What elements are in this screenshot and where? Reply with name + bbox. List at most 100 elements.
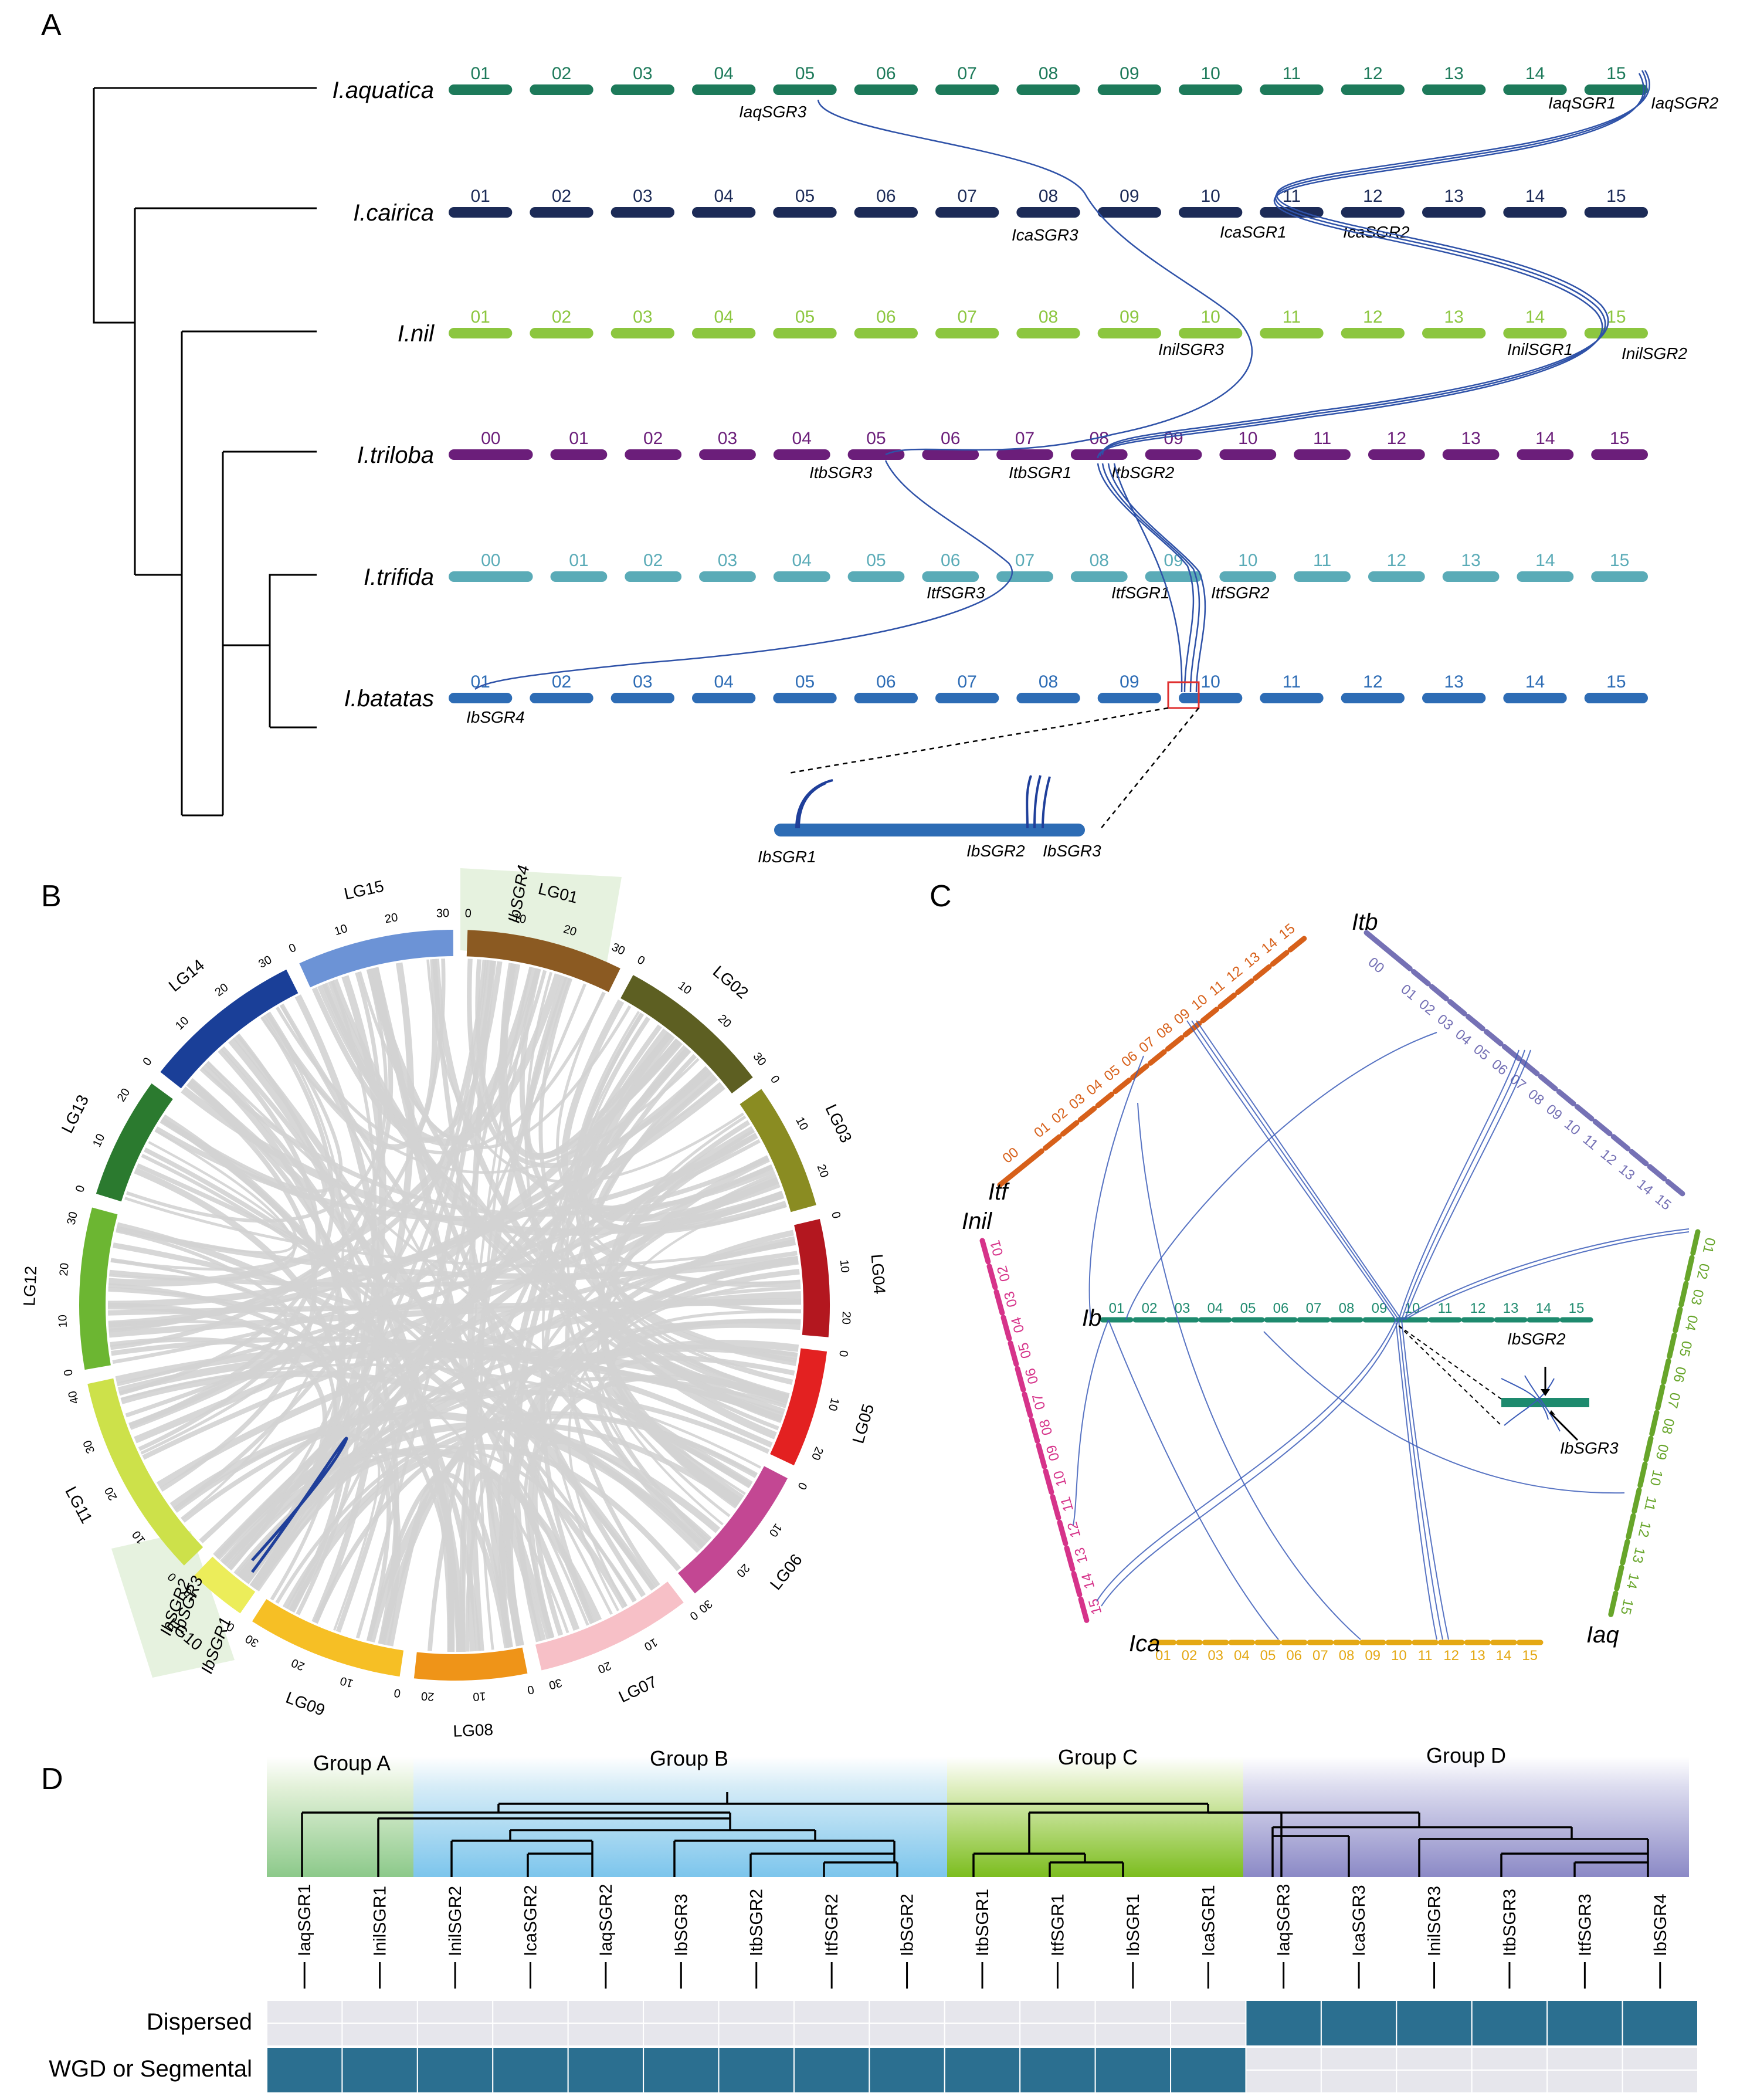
- chromosome-number: 03: [633, 64, 652, 83]
- chromosome: [1363, 930, 1413, 971]
- gene-label: ItfSGR1: [1111, 584, 1170, 602]
- chromosome: [935, 328, 999, 338]
- synteny-ribbon: [333, 978, 790, 1398]
- tick-label: 0: [687, 1608, 700, 1623]
- chromosome-number: 02: [1694, 1262, 1712, 1281]
- chromosome: [1665, 1178, 1685, 1197]
- species-tree: [93, 87, 317, 817]
- chromosome: [1614, 1564, 1624, 1591]
- chromosome: [996, 449, 1053, 460]
- chromosome-number: 13: [1444, 187, 1463, 206]
- chromosome-number: 07: [1015, 551, 1034, 570]
- chromosome-number: 03: [1208, 1648, 1223, 1664]
- chromosome: [1260, 207, 1324, 218]
- chromosome-number: 07: [1136, 1034, 1158, 1056]
- cell: [944, 2047, 1021, 2094]
- chromosome-number: 09: [1164, 551, 1183, 570]
- chromosome-number: 06: [1488, 1056, 1511, 1079]
- chromosome: [1422, 328, 1486, 338]
- chromosome-number: 08: [1339, 1300, 1355, 1316]
- chromosome: [610, 328, 674, 338]
- chromosome: [1015, 1366, 1026, 1393]
- synteny-ribbon: [160, 1046, 327, 1200]
- group-d-band: [1243, 1757, 1689, 1877]
- cell: [1320, 2000, 1398, 2047]
- chromosome-number: 05: [795, 307, 815, 327]
- chromosome-number: 03: [718, 429, 737, 448]
- linkage-group: [620, 975, 753, 1093]
- chromosome: [1036, 1442, 1047, 1469]
- chromosome-number: 01: [1109, 1300, 1125, 1316]
- gene-leaf-label: IbSGR2: [898, 1894, 917, 1956]
- chromosome: [922, 571, 979, 582]
- chromosome: [1673, 1306, 1683, 1333]
- chromosome-number: 02: [643, 429, 663, 448]
- chromosome: [854, 693, 918, 703]
- chromosome-number: 04: [1208, 1300, 1223, 1316]
- chromosome-number: 11: [1580, 1132, 1601, 1153]
- zoom-chromosome: [774, 824, 1085, 836]
- panel-b-label: B: [41, 879, 62, 913]
- tick-label: 20: [213, 981, 231, 999]
- chromosome-number: 13: [1444, 672, 1463, 692]
- chromosome: [1270, 950, 1290, 967]
- chromosome: [1253, 964, 1272, 981]
- linkage-group-label: LG13: [58, 1092, 93, 1136]
- synteny-link: [1097, 73, 1644, 459]
- chromosome-number: 02: [552, 64, 571, 83]
- chromosome-number: 07: [1312, 1648, 1328, 1664]
- chromosome-number: 09: [1120, 307, 1139, 327]
- chromosome-number: 13: [1444, 307, 1463, 327]
- chromosome: [993, 1289, 1005, 1316]
- cell: [1546, 2000, 1623, 2047]
- chromosome: [1000, 1315, 1012, 1342]
- chromosome-number: 07: [1029, 1392, 1049, 1411]
- chromosome: [1064, 1545, 1076, 1572]
- chromosome-number: 10: [1200, 307, 1220, 327]
- tick-label: 0: [62, 1369, 76, 1377]
- chromosome-number: 14: [1525, 307, 1545, 327]
- panel-c-links: [1073, 1020, 1690, 1640]
- chromosome: [1029, 1417, 1040, 1444]
- chromosome: [1591, 571, 1648, 582]
- synteny-ribbon: [426, 959, 744, 1184]
- linkage-group-label: LG15: [342, 877, 386, 903]
- gene-leaf-label: IcaSGR3: [1349, 1885, 1369, 1956]
- chromosome-number: 06: [876, 187, 896, 206]
- chromosome: [1097, 207, 1161, 218]
- chromosome: [935, 693, 999, 703]
- chromosome-number: 15: [1610, 551, 1629, 570]
- chromosome-number: 09: [1543, 1101, 1565, 1123]
- chromosome: [1016, 328, 1080, 338]
- tick-label: 30: [81, 1438, 98, 1455]
- chromosome-number: 05: [1015, 1341, 1034, 1360]
- chromosome: [1016, 207, 1080, 218]
- chromosome-number: 14: [1496, 1648, 1512, 1664]
- chromosome: [1649, 1410, 1660, 1437]
- chromosome: [1071, 1571, 1083, 1598]
- chromosome: [530, 84, 593, 95]
- gene-label: IaqSGR2: [1651, 94, 1719, 112]
- chromosome-number: 09: [1365, 1648, 1381, 1664]
- tick-label: 20: [809, 1445, 826, 1462]
- group-label: Group A: [313, 1751, 391, 1775]
- chromosome-number: 03: [1688, 1288, 1707, 1306]
- gene-leaf-label: IcaSGR1: [1199, 1885, 1218, 1956]
- chromosome: [1626, 1513, 1636, 1540]
- tick-label: 40: [66, 1390, 82, 1405]
- chromosome: [1503, 84, 1567, 95]
- chromosome-number: 02: [1142, 1300, 1158, 1316]
- tick-label: 20: [384, 911, 399, 926]
- chromosome: [1095, 1092, 1115, 1109]
- c-zoom-gene: IbSGR2: [1507, 1330, 1566, 1348]
- synteny-link: [1113, 463, 1183, 693]
- chromosome-number: 00: [481, 429, 500, 448]
- chromosome: [1165, 1035, 1185, 1052]
- chromosome-number: 03: [1434, 1011, 1456, 1034]
- tick-label: 30: [65, 1211, 80, 1227]
- chromosome: [1442, 571, 1500, 582]
- species-abbrev: Itf: [988, 1179, 1010, 1205]
- tick-label: 20: [734, 1561, 752, 1579]
- gene-label: IbSGR4: [466, 708, 525, 726]
- linkage-group: [160, 969, 299, 1089]
